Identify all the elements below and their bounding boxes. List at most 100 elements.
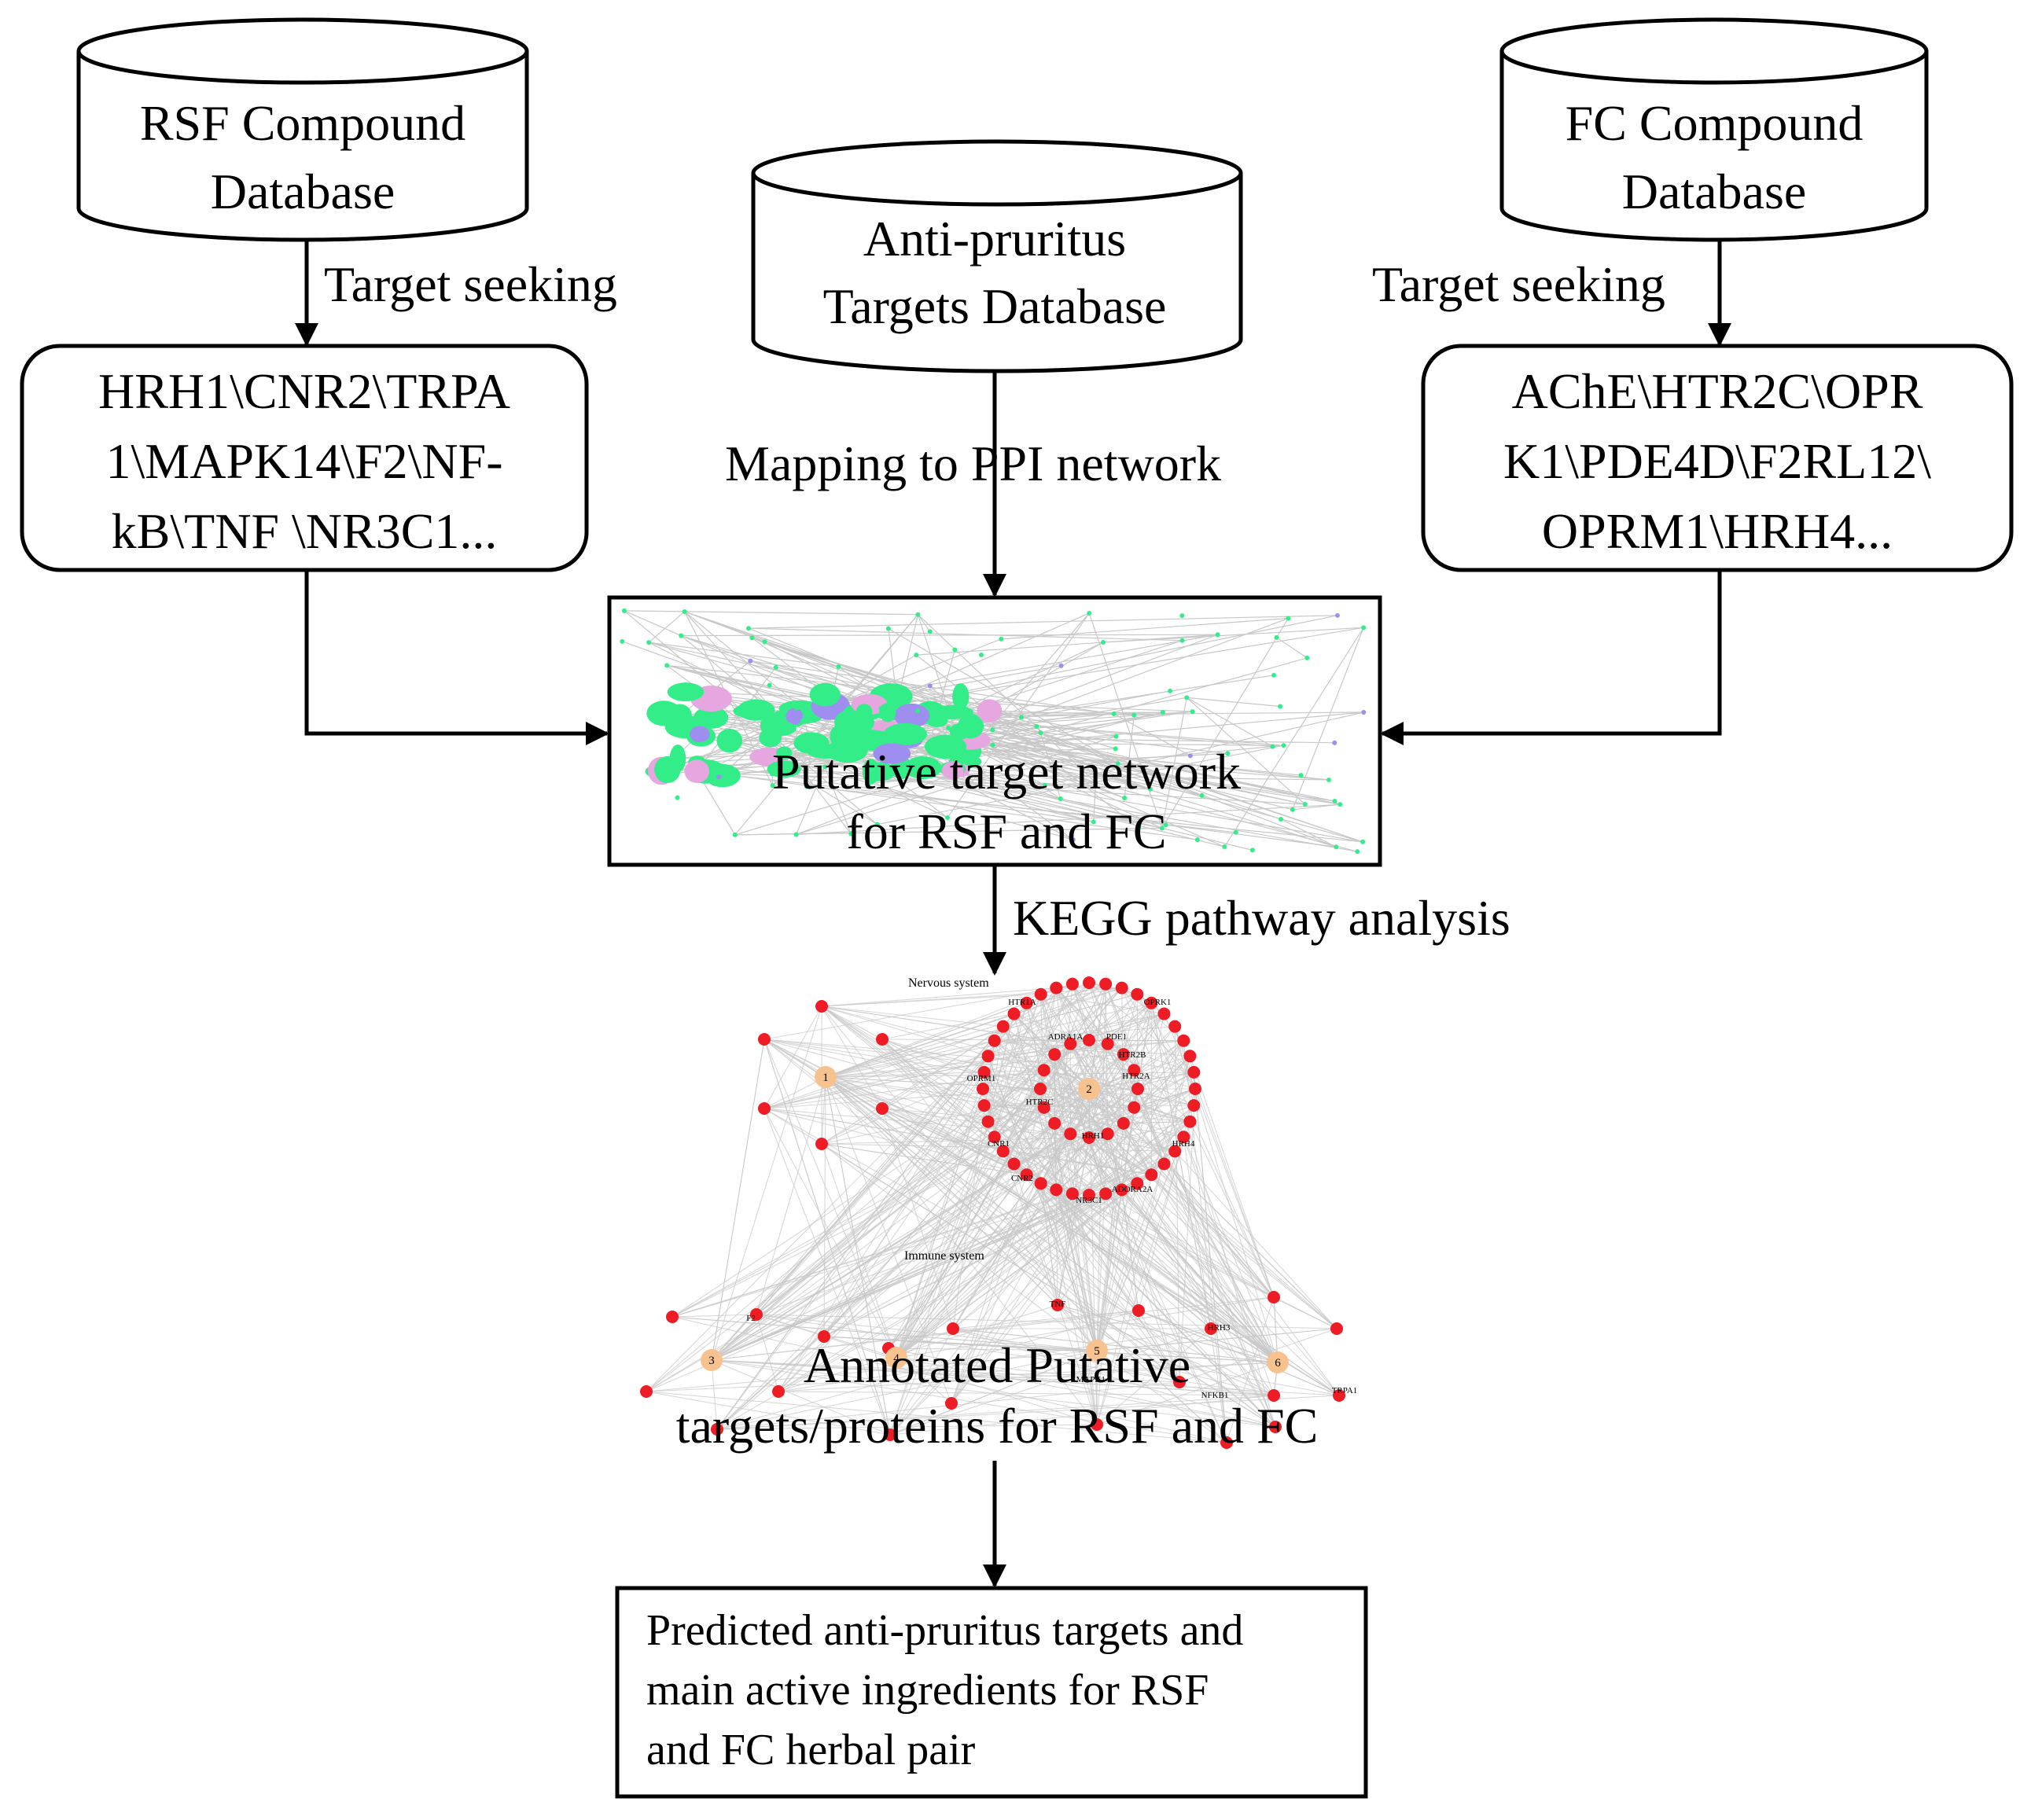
ppi-node — [841, 738, 847, 744]
ppi-node — [705, 763, 741, 788]
kegg-edge — [1137, 1088, 1165, 1164]
ppi-node — [646, 640, 652, 645]
kegg-node-label: HTR2B — [1119, 1050, 1146, 1060]
kegg-node — [876, 1033, 889, 1046]
kegg-edge — [1026, 1026, 1176, 1175]
ppi-node — [770, 783, 775, 789]
ppi-node — [1113, 746, 1118, 752]
kegg-edge — [1088, 1072, 1194, 1090]
kegg-cluster-node — [815, 1066, 837, 1088]
kegg-edge — [1057, 1304, 1279, 1363]
ppi-node — [1058, 663, 1064, 668]
kegg-edge — [888, 1088, 1090, 1349]
fc-targets-line1: AChE\HTR2C\OPR — [1511, 363, 1923, 419]
kegg-node — [815, 1138, 828, 1150]
kegg-edge — [821, 1006, 988, 1057]
kegg-edge — [1107, 1134, 1123, 1190]
ppi-edge — [1186, 697, 1273, 748]
ppi-edge — [1095, 781, 1358, 852]
kegg-node-label: HRH3 — [1208, 1323, 1231, 1333]
kegg-node — [640, 1385, 653, 1398]
kegg-edge — [821, 1072, 984, 1145]
kegg-node — [1117, 1048, 1130, 1061]
ppi-edge — [705, 711, 1364, 773]
ppi-edge — [684, 611, 1363, 843]
kegg-cluster-label: 6 — [1275, 1357, 1281, 1370]
ppi-node — [1070, 837, 1076, 843]
kegg-edge — [711, 1194, 1090, 1361]
kegg-edge — [711, 1039, 765, 1361]
network-caption-line2: for RSF and FC — [846, 803, 1167, 859]
kegg-node — [996, 1020, 1010, 1033]
ppi-node — [1034, 723, 1039, 729]
ppi-edge — [1124, 715, 1135, 799]
kegg-edge — [711, 1174, 1027, 1361]
kegg-edge — [646, 1362, 1279, 1392]
kegg-node-label: HTR2A — [1122, 1072, 1150, 1081]
kegg-node — [1220, 1436, 1233, 1449]
kegg-edge — [825, 1076, 1337, 1329]
kegg-node — [1099, 977, 1113, 991]
kegg-edge — [1014, 1164, 1276, 1428]
kegg-edge — [1105, 1193, 1279, 1363]
kegg-node-label: OPRM1 — [967, 1074, 996, 1083]
kegg-edge — [821, 984, 1106, 1145]
kegg-edge — [671, 1194, 1090, 1318]
predicted-targets-box — [615, 1586, 1368, 1799]
ppi-node — [1194, 837, 1200, 843]
kegg-edge — [951, 1189, 1123, 1404]
ppi-edge — [648, 642, 804, 722]
kegg-edge — [1163, 1164, 1279, 1363]
kegg-node — [711, 1423, 723, 1436]
kegg-node — [1007, 1157, 1021, 1171]
kegg-edge — [756, 1314, 1275, 1396]
ppi-edge — [796, 770, 962, 836]
kegg-node — [1115, 1183, 1128, 1197]
kegg-edge — [952, 1328, 1276, 1428]
kegg-node — [1083, 1034, 1095, 1046]
ppi-node — [1302, 802, 1308, 807]
kegg-edge — [825, 1076, 1139, 1311]
kegg-node — [1083, 1131, 1095, 1144]
kegg-edge — [896, 1137, 1090, 1359]
kegg-edge — [1014, 1088, 1196, 1164]
ppi-node — [793, 832, 799, 837]
kegg-node — [1157, 1157, 1171, 1171]
ppi-node — [1332, 740, 1337, 745]
kegg-edge — [756, 1314, 1098, 1425]
kegg-edge — [889, 1055, 1190, 1436]
kegg-edge — [671, 1314, 757, 1318]
kegg-edge — [763, 1039, 1135, 1071]
kegg-edge — [1123, 1053, 1276, 1428]
kegg-node-label: HTR2C — [1026, 1098, 1054, 1107]
kegg-node — [981, 1115, 995, 1128]
kegg-edge — [1174, 1026, 1279, 1363]
ppi-node — [978, 653, 984, 658]
ppi-node — [770, 771, 775, 777]
ppi-node — [999, 636, 1004, 642]
ppi-node — [1136, 825, 1142, 831]
arrow-fc-targets-to-network — [1380, 570, 1722, 745]
ppi-edge — [1187, 697, 1281, 708]
ppi-node — [669, 745, 686, 773]
kegg-edge — [1193, 1072, 1227, 1443]
kegg-edge — [716, 1072, 985, 1430]
kegg-edge — [1096, 1056, 1190, 1425]
anti-db-title-line2: Targets Database — [822, 278, 1167, 334]
ppi-network-graph — [620, 608, 1367, 855]
kegg-edge — [671, 1039, 1090, 1318]
kegg-node — [996, 1145, 1010, 1158]
kegg-node-label: HRH4 — [1172, 1139, 1195, 1149]
kegg-edge — [1121, 987, 1196, 1090]
kegg-edge — [823, 1076, 826, 1337]
ppi-edge — [879, 771, 1094, 822]
ppi-node — [879, 702, 896, 722]
ppi-node — [915, 612, 921, 617]
kegg-edge — [821, 1006, 1003, 1028]
ppi-node — [822, 764, 828, 770]
kegg-edge — [821, 1006, 883, 1109]
ppi-node — [894, 703, 930, 728]
kegg-edge — [1133, 1055, 1190, 1109]
